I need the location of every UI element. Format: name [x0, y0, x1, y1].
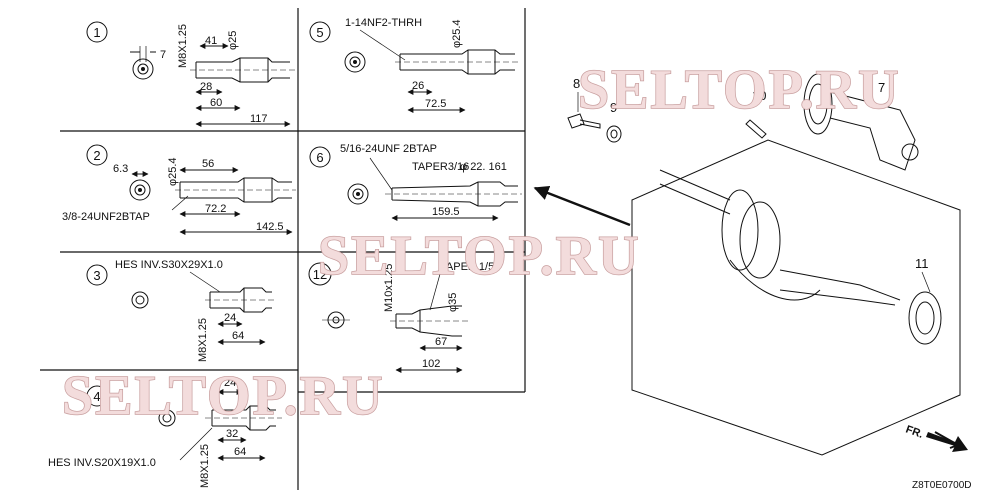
part-label-11: 11: [915, 256, 929, 271]
dim-67: 67: [435, 336, 447, 348]
dim-64: 64: [232, 330, 244, 342]
taper-label: TAPER 1/5: [440, 261, 494, 273]
dim-26: 26: [412, 80, 424, 92]
panel-5: 5 1-14NF2-THRH φ25.4 26 72.5: [309, 17, 520, 113]
dim-7: 7: [160, 49, 166, 61]
dia-label: φ25.4: [167, 157, 179, 186]
panel-number: 4: [93, 389, 100, 404]
thread-label: M8X1.25: [197, 318, 209, 362]
panel-number: 6: [316, 150, 323, 165]
spline-spec: HES INV.S30X29X1.0: [115, 259, 223, 271]
panel-grid: [40, 8, 526, 490]
dim-142-5: 142.5: [256, 221, 284, 233]
watermark: SELTOP.RU: [318, 225, 641, 287]
panel-number: 2: [93, 148, 100, 163]
dim-64: 64: [234, 446, 246, 458]
dia-label: φ35: [447, 293, 459, 312]
dim-72-2: 72.2: [205, 203, 226, 215]
spline-spec: HES INV.S20X19X1.0: [48, 457, 156, 469]
fr-arrow-icon: [926, 432, 968, 452]
thread-label: M8X1.25: [177, 24, 189, 68]
panel-number: 12: [313, 267, 327, 282]
watermark: SELTOP.RU: [62, 365, 385, 427]
dim-28: 28: [200, 81, 212, 93]
dim-6-3: 6.3: [113, 163, 128, 175]
dim-72-5: 72.5: [425, 98, 446, 110]
dim-117: 117: [250, 113, 268, 125]
thread-label: M8X1.25: [199, 444, 211, 488]
panel-number: 3: [93, 268, 100, 283]
part-label-8: 8: [573, 76, 580, 91]
panel-6: 6 5/16-24UNF 2BTAP TAPER3/16 φ 22. 161 1…: [309, 143, 522, 221]
dim-60: 60: [210, 97, 222, 109]
dim-56: 56: [202, 158, 214, 170]
part-label-9: 9: [610, 100, 617, 115]
fr-direction-label: FR.: [904, 424, 925, 441]
thread-label: M10x1.25: [383, 264, 395, 312]
panel-number: 1: [93, 25, 100, 40]
diagram-code: Z8T0E0700D: [912, 480, 971, 491]
panel-2: 2 6.3 φ25.4 56 72.2 142.5 3/8-24UNF2BTAP: [62, 144, 296, 235]
thread-label: 5/16-24UNF 2BTAP: [340, 143, 437, 155]
taper-label: TAPER3/16: [412, 161, 469, 173]
panel-number: 5: [316, 25, 323, 40]
thread-label: 1-14NF2-THRH: [345, 17, 422, 29]
dia-label: φ 22. 161: [460, 161, 507, 173]
dim-102: 102: [422, 358, 440, 370]
panel-1: 1 7 M8X1.25 φ25 41 28 60 117: [86, 21, 295, 127]
dim-24: 24: [224, 377, 236, 389]
dia-label: φ25: [227, 31, 239, 50]
dim-32: 32: [226, 428, 238, 440]
dim-159-5: 159.5: [432, 206, 460, 218]
dim-24: 24: [224, 312, 236, 324]
exploded-view: 8 9 10 7 11: [567, 73, 961, 456]
watermark-group: SELTOP.RU SELTOP.RU SELTOP.RU: [61, 58, 901, 428]
watermark: SELTOP.RU: [578, 59, 901, 121]
pointer-arrow: [533, 185, 631, 227]
dia-label: φ25.4: [451, 19, 463, 48]
thread-label: 3/8-24UNF2BTAP: [62, 211, 150, 223]
panel-4: 4 24 32 64 M8X1.25 HES INV.S20X19X1.0: [48, 377, 282, 488]
dim-41: 41: [205, 35, 217, 47]
panel-12: 12 M10x1.25 TAPER 1/5 φ35 67 102: [308, 261, 494, 373]
part-label-7: 7: [878, 80, 885, 95]
part-label-10: 10: [752, 88, 766, 103]
panel-3: 3 HES INV.S30X29X1.0 M8X1.25 24 64: [86, 259, 275, 362]
